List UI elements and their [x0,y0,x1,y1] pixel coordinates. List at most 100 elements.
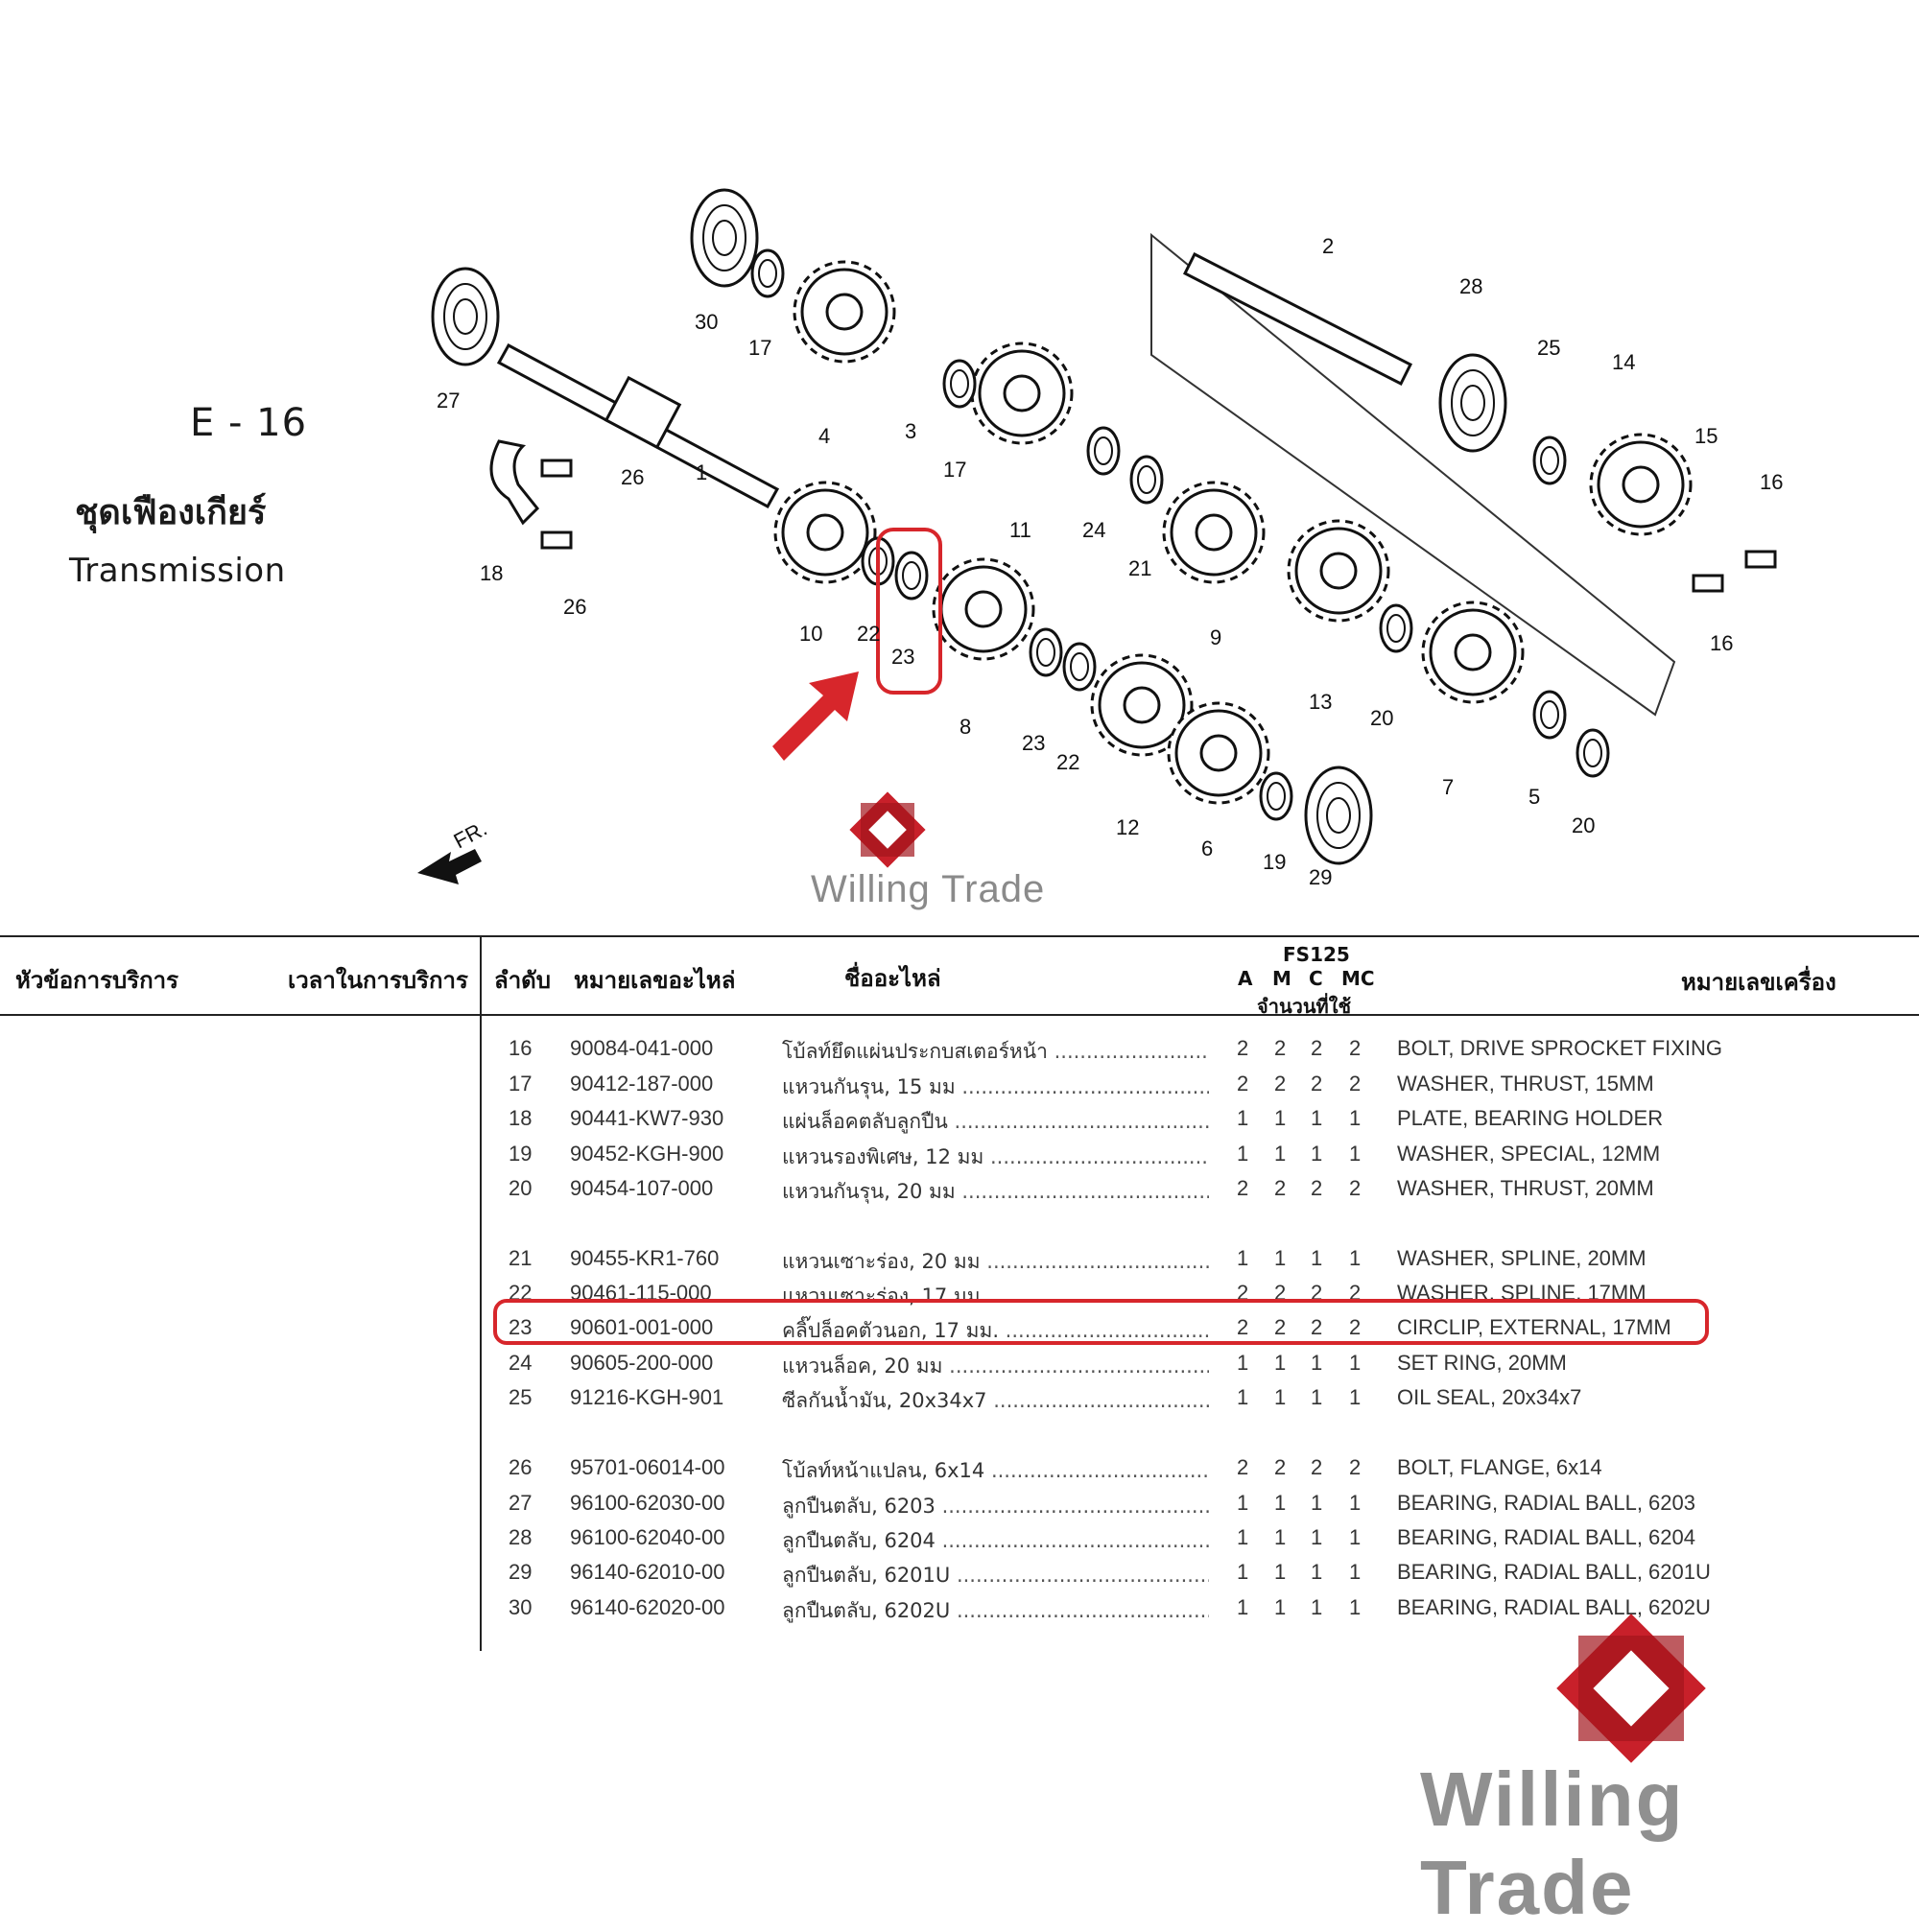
part-number: 90441-KW7-930 [570,1106,724,1130]
callout-label: 5 [1528,785,1540,809]
qty-m: 2 [1274,1072,1287,1096]
qty-mc: 1 [1349,1246,1362,1270]
header-variant-c: C [1309,967,1323,990]
section-title-th: ชุดเฟืองเกียร์ [75,493,267,532]
mainshaft-part [496,342,780,509]
circlip-highlight-box [876,528,942,695]
callout-label: 22 [857,622,880,646]
callout-label: 16 [1710,631,1733,655]
part-number: 90452-KGH-900 [570,1142,724,1166]
row-index: 17 [509,1072,533,1096]
callout-label: 3 [905,419,916,443]
part-name-th: แผ่นล็อคตลับลูกปืน [782,1106,1209,1138]
qty-mc: 1 [1349,1142,1362,1166]
part-name-en: BOLT, FLANGE, 6x14 [1397,1455,1602,1479]
part-name-th: ซีลกันน้ำมัน, 20x34x7 [782,1385,1209,1417]
part-name-th: แหวนรองพิเศษ, 12 มม [782,1142,1209,1173]
qty-c: 1 [1311,1351,1323,1375]
callout-label: 9 [1210,625,1221,649]
callout-label: 12 [1116,815,1139,839]
qty-mc: 1 [1349,1106,1362,1130]
table-header-rule [0,1014,1919,1016]
qty-c: 1 [1311,1491,1323,1515]
qty-a: 2 [1237,1281,1249,1305]
qty-a: 2 [1237,1072,1249,1096]
row-index: 28 [509,1525,533,1549]
part-name-th: โบ้ลท์หน้าแปลน, 6x14 [782,1455,1209,1487]
callout-label: 20 [1572,813,1595,837]
row-index: 26 [509,1455,533,1479]
header-qty-used: จำนวนที่ใช้ [1257,995,1352,1018]
qty-m: 1 [1274,1106,1287,1130]
qty-m: 1 [1274,1246,1287,1270]
part-number: 91216-KGH-901 [570,1385,724,1409]
qty-mc: 1 [1349,1560,1362,1584]
callout-label: 17 [748,336,771,360]
callout-label: 24 [1082,518,1105,542]
callout-label: 6 [1201,836,1213,860]
part-number: 90605-200-000 [570,1351,714,1375]
bolt-part [1692,574,1724,593]
qty-m: 1 [1274,1385,1287,1409]
callout-label: 19 [1263,850,1286,874]
qty-mc: 2 [1349,1176,1362,1200]
part-name-th: แหวนกันรุน, 20 มม [782,1176,1209,1208]
callout-label: 7 [1442,775,1454,799]
callout-label: 11 [1009,518,1031,542]
row-index: 23 [509,1315,533,1339]
qty-c: 1 [1311,1246,1323,1270]
part-name-en: BOLT, DRIVE SPROCKET FIXING [1397,1036,1723,1060]
header-model: FS125 [1283,943,1350,966]
qty-c: 2 [1311,1176,1323,1200]
qty-m: 2 [1274,1176,1287,1200]
header-part-name: ชื่ออะไหล่ [844,965,941,992]
qty-m: 1 [1274,1142,1287,1166]
front-marker-label: FR. [450,816,491,854]
qty-c: 1 [1311,1560,1323,1584]
qty-c: 2 [1311,1036,1323,1060]
qty-a: 1 [1237,1142,1249,1166]
qty-c: 1 [1311,1142,1323,1166]
part-name-th: แหวนเซาะร่อง, 20 มม [782,1246,1209,1278]
qty-a: 1 [1237,1491,1249,1515]
qty-mc: 1 [1349,1385,1362,1409]
row-index: 20 [509,1176,533,1200]
qty-mc: 1 [1349,1351,1362,1375]
header-index: ลำดับ [494,967,552,994]
callout-label: 30 [695,310,718,334]
callout-label: 26 [563,595,586,619]
qty-c: 1 [1311,1385,1323,1409]
part-number: 90412-187-000 [570,1072,714,1096]
callout-label: 21 [1128,556,1151,580]
table-row: 1890441-KW7-930แผ่นล็อคตลับลูกปืน1111PLA… [0,1106,1919,1139]
callout-label: 28 [1459,274,1482,298]
part-name-en: WASHER, SPLINE, 20MM [1397,1246,1647,1270]
part-name-en: WASHER, THRUST, 20MM [1397,1176,1654,1200]
part-name-th: แหวนล็อค, 20 มม [782,1351,1209,1382]
red-diamond-logo-icon [849,791,926,868]
qty-m: 2 [1274,1281,1287,1305]
qty-c: 2 [1311,1315,1323,1339]
qty-m: 2 [1274,1036,1287,1060]
table-column-divider [480,935,482,1651]
qty-mc: 2 [1349,1455,1362,1479]
part-number: 95701-06014-00 [570,1455,725,1479]
header-variant-m: M [1272,967,1291,990]
part-name-th: ลูกปืนตลับ, 6204 [782,1525,1209,1557]
header-service-topic: หัวข้อการบริการ [15,967,179,994]
callout-label: 10 [799,622,822,646]
header-service-time: เวลาในการบริการ [288,967,468,994]
header-variant-mc: MC [1341,967,1375,990]
row-index: 19 [509,1142,533,1166]
part-name-th: แหวนเซาะร่อง, 17 มม [782,1281,1209,1312]
callout-label: 16 [1760,470,1783,494]
brand-name-small: Willing Trade [811,868,1046,910]
